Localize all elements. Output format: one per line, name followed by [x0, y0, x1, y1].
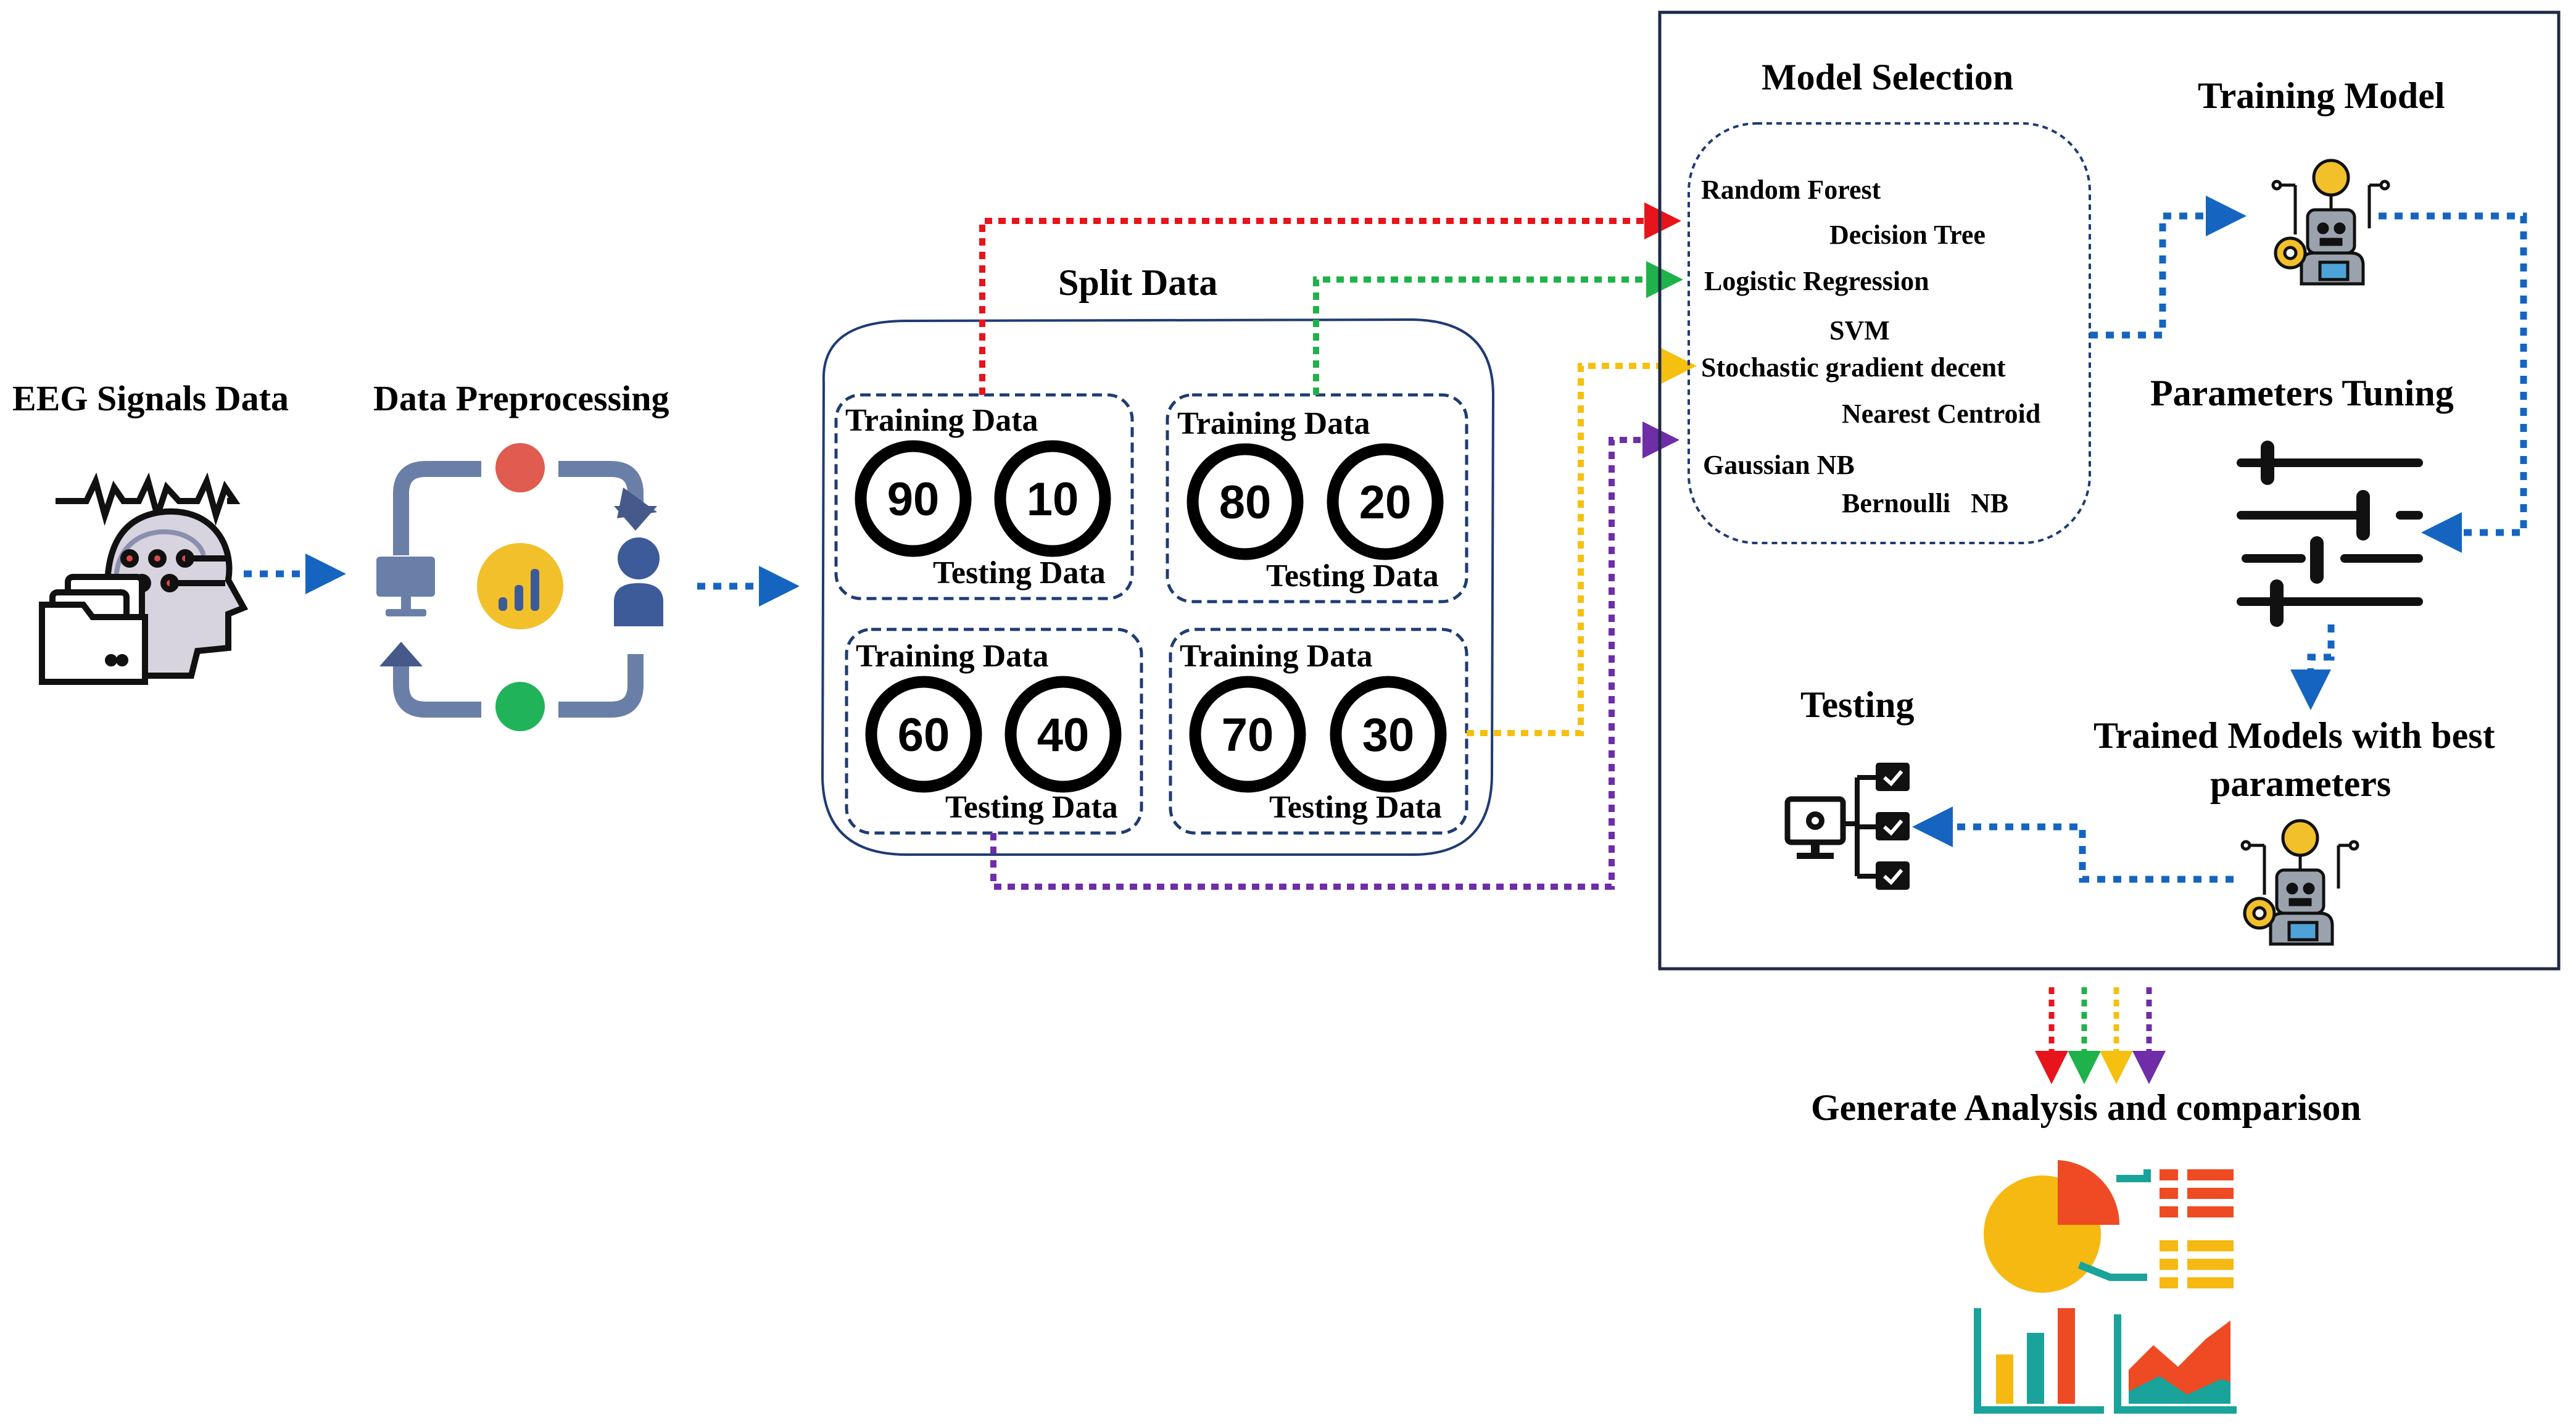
- model-item: Decision Tree: [1829, 220, 1986, 250]
- split-70-30-testing-label: Testing Data: [1269, 790, 1442, 825]
- model-list: Random Forest Decision Tree Logistic Reg…: [1701, 175, 2040, 518]
- model-item: SVM: [1829, 315, 1890, 346]
- arrow-split-60-40-to-models: [990, 421, 1679, 890]
- arrow-split-80-20-to-models: [1313, 261, 1683, 395]
- model-item: Random Forest: [1701, 175, 1881, 205]
- model-item: Nearest Centroid: [1842, 399, 2040, 429]
- analytics-dashboard-icon: [1974, 1160, 2237, 1414]
- robot-icon: [2240, 819, 2359, 946]
- preprocessing-title: Data Preprocessing: [373, 378, 669, 418]
- sliders-icon: [2237, 441, 2423, 627]
- split-90-10-test-value: 10: [1027, 473, 1079, 526]
- split-60-40-training-label: Training Data: [856, 639, 1049, 674]
- split-80-20-test-value: 20: [1359, 476, 1412, 529]
- split-70-30-train-value: 70: [1222, 709, 1274, 761]
- split-60-40-train-value: 60: [898, 709, 950, 761]
- eeg-title: EEG Signals Data: [12, 378, 289, 418]
- brain-eeg-icon: [39, 472, 249, 685]
- split-data-container: [821, 318, 1495, 856]
- arrow-split-70-30-to-models: [1467, 347, 1697, 736]
- split-80-20: Training Data 80 20 Testing Data: [1166, 393, 1468, 603]
- split-70-30-test-value: 30: [1362, 709, 1415, 761]
- generate-analysis-title: Generate Analysis and comparison: [1811, 1087, 2361, 1128]
- trained-models-title-line1: Trained Models with best: [2094, 715, 2495, 756]
- arrow-trained-to-testing: [1912, 806, 2234, 883]
- split-70-30: Training Data 70 30 Testing Data: [1169, 628, 1468, 835]
- split-title: Split Data: [1058, 262, 1217, 303]
- robot-icon: [2271, 159, 2390, 286]
- split-70-30-training-label: Training Data: [1180, 639, 1373, 674]
- arrow-models-to-training: [2090, 196, 2247, 339]
- split-60-40-test-value: 40: [1037, 709, 1090, 761]
- model-item: Logistic Regression: [1704, 266, 1929, 296]
- trained-models-title-line2: parameters: [2210, 763, 2391, 804]
- parameters-tuning-title: Parameters Tuning: [2150, 373, 2454, 413]
- monitor-checklist-icon: [1784, 763, 1910, 890]
- split-90-10-train-value: 90: [887, 473, 940, 526]
- model-item: Stochastic gradient decent: [1701, 352, 2006, 383]
- split-60-40-testing-label: Testing Data: [945, 790, 1118, 825]
- data-cycle-icon: [376, 443, 663, 731]
- model-item: Bernoulli NB: [1842, 488, 2008, 518]
- training-model-title: Training Model: [2198, 75, 2445, 116]
- split-90-10-testing-label: Testing Data: [933, 555, 1106, 591]
- testing-title: Testing: [1800, 684, 1915, 725]
- split-80-20-testing-label: Testing Data: [1266, 558, 1439, 594]
- model-selection-title: Model Selection: [1762, 57, 2013, 97]
- split-80-20-train-value: 80: [1219, 476, 1272, 529]
- arrow-split-90-10-to-models: [979, 202, 1681, 395]
- split-90-10: Training Data 90 10 Testing Data: [834, 393, 1134, 600]
- split-80-20-training-label: Training Data: [1177, 406, 1370, 441]
- split-90-10-training-label: Training Data: [845, 403, 1038, 438]
- split-60-40: Training Data 60 40 Testing Data: [845, 628, 1143, 835]
- arrow-tuning-to-trained: [2290, 624, 2335, 710]
- model-item: Gaussian NB: [1703, 450, 1855, 480]
- modeling-panel: [1658, 10, 2561, 971]
